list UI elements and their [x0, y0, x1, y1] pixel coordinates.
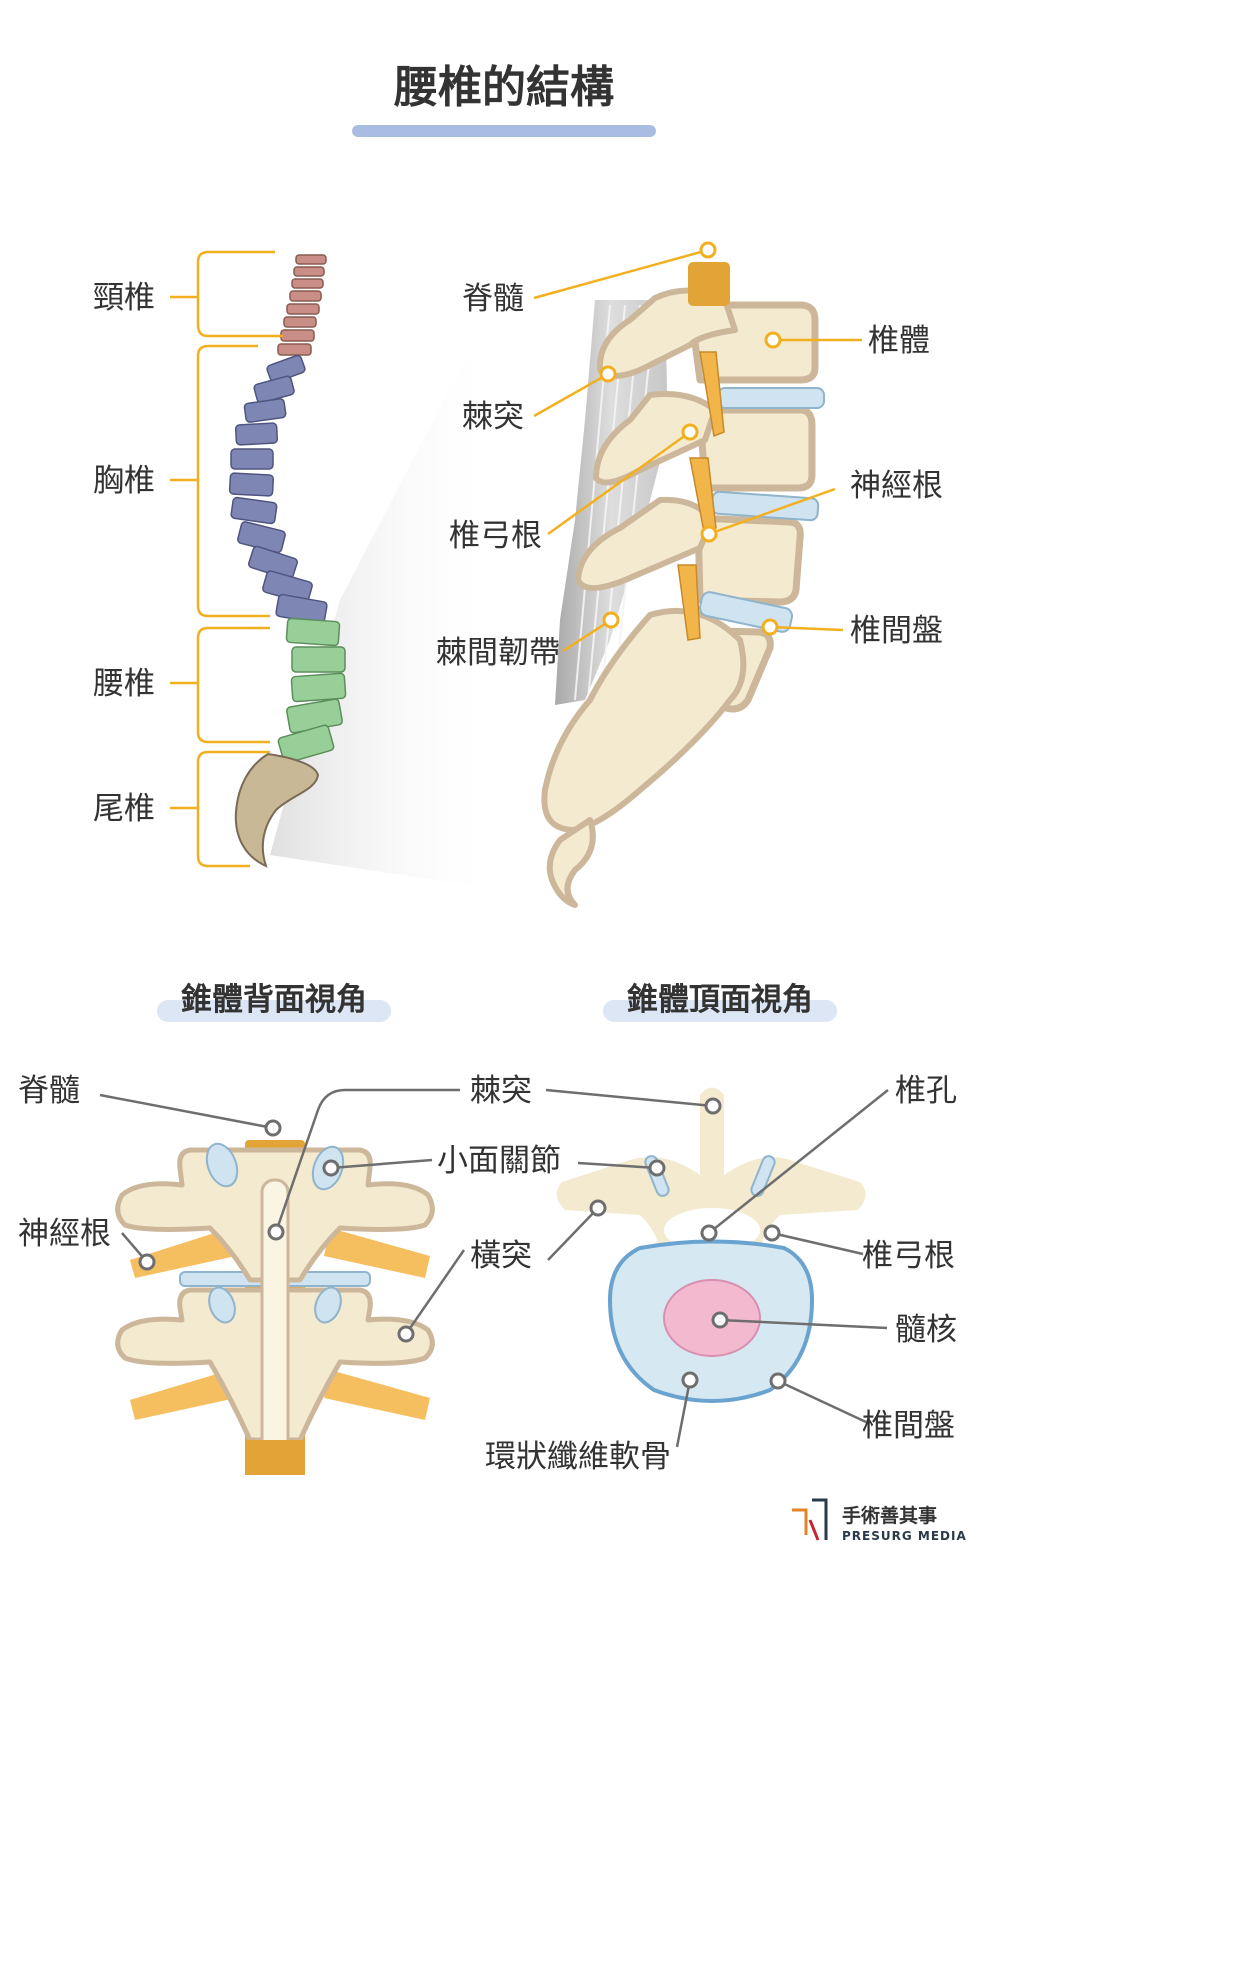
nerve-roots: [677, 351, 725, 641]
label-interspinous-ligament: 棘間韌帶: [436, 635, 560, 671]
spinal-cord-top: [688, 262, 730, 306]
brand-icon: [792, 1498, 828, 1541]
thoracic-vertebrae: [228, 354, 328, 625]
sacrum-shape: [234, 752, 320, 868]
back-label-spinous-process: 棘突: [470, 1073, 532, 1109]
label-pedicle: 椎弓根: [449, 518, 542, 554]
top-label-nucleus: 髓核: [895, 1312, 957, 1348]
back-spinous-process: [260, 1178, 290, 1462]
top-label-foramen: 椎孔: [895, 1073, 957, 1109]
label-disc: 椎間盤: [850, 613, 943, 649]
subtitle-top-bar: [603, 1000, 837, 1022]
brand-name-zh: 手術善其事: [842, 1504, 937, 1527]
subtitle-back-bar: [157, 1000, 391, 1022]
label-spinous-process: 棘突: [462, 399, 524, 435]
region-label-thoracic: 胸椎: [93, 463, 155, 499]
brand-logo: 手術善其事 PRESURG MEDIA: [792, 1498, 967, 1543]
label-vertebral-body: 椎體: [868, 323, 930, 359]
top-label-pedicle: 椎弓根: [862, 1238, 955, 1274]
posterior-elements: [541, 287, 747, 908]
region-label-lumbar: 腰椎: [93, 666, 155, 702]
cervical-vertebrae: [277, 254, 327, 356]
back-label-nerve-root: 神經根: [18, 1216, 111, 1252]
brand-name-en: PRESURG MEDIA: [842, 1529, 967, 1543]
top-label-disc: 椎間盤: [862, 1408, 955, 1444]
top-view-diagram: 椎孔 椎弓根 髓核 椎間盤 環狀纖維軟骨: [485, 1073, 957, 1475]
back-label-spinal-cord: 脊髓: [18, 1073, 80, 1109]
subtitle-top-view: 錐體頂面視角: [627, 982, 813, 1018]
lumbar-vertebrae: [277, 617, 347, 764]
back-view-diagram: 脊髓 棘突 小面關節 神經根 橫突: [18, 1073, 561, 1475]
top-posterior-arch: [556, 1087, 866, 1255]
top-label-annulus: 環狀纖維軟骨: [485, 1439, 671, 1475]
spine-overview: 頸椎 胸椎 腰椎 尾椎: [93, 250, 500, 890]
back-label-facet-joint: 小面關節: [437, 1143, 561, 1179]
zoom-projection: [270, 350, 500, 890]
region-label-coccyx: 尾椎: [93, 791, 155, 827]
back-nerve-roots: [130, 1228, 430, 1420]
back-label-transverse-process: 橫突: [470, 1238, 532, 1274]
title-underline: [352, 125, 656, 137]
label-nerve-root: 神經根: [850, 468, 943, 504]
page-title: 腰椎的結構: [393, 62, 614, 113]
region-label-cervical: 頸椎: [93, 280, 155, 316]
region-brackets: [170, 250, 283, 868]
label-spinal-cord: 脊髓: [462, 281, 524, 317]
back-facet-left: [205, 1142, 239, 1188]
subtitle-back-view: 錐體背面視角: [181, 982, 367, 1018]
lumbar-side-view: 脊髓 椎體 棘突 椎弓根 神經根 棘間韌帶 椎間盤: [436, 241, 943, 908]
